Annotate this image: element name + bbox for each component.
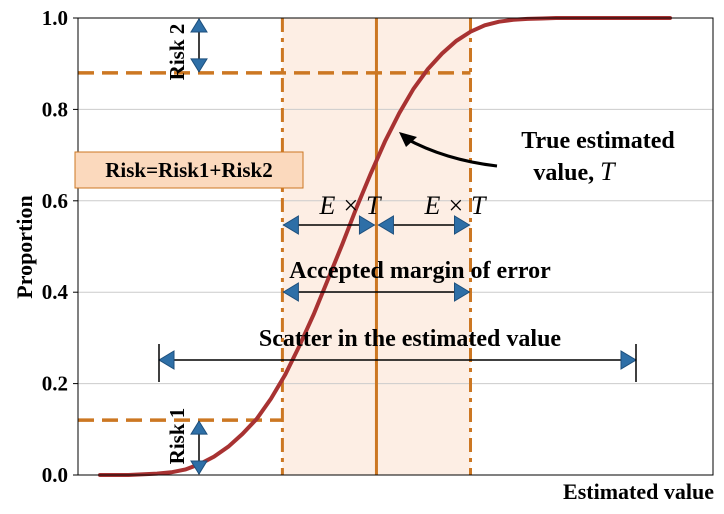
true-value-pointer-head: [399, 132, 417, 147]
e-times-t-left-arrow-head-right: [358, 215, 376, 235]
scatter-arrow-head-left: [158, 350, 175, 370]
grid: [78, 108, 713, 385]
true-value-label-text: value,: [533, 160, 600, 186]
true-value-pointer: [404, 136, 498, 168]
e-times-t-left-arrow-head-left: [282, 215, 299, 235]
scatter-label: Scatter in the estimated value: [259, 326, 562, 352]
plot-frame: [77, 17, 714, 476]
risk1-arrow-head-top: [190, 420, 208, 435]
y-tick-label: 0.0: [42, 463, 68, 487]
risk-box: [74, 151, 304, 189]
accepted-margin-arrow-head-left: [282, 282, 299, 302]
y-tick-label: 0.8: [42, 97, 68, 121]
true-value-label-line2: value, T: [533, 157, 616, 186]
accepted-margin-label: Accepted margin of error: [289, 258, 551, 284]
risk-box-text: Risk=Risk1+Risk2: [105, 158, 273, 182]
e-times-t-right-arrow-head-right: [454, 215, 471, 235]
y-tick-label: 1.0: [42, 6, 68, 30]
x-axis-label: Estimated value: [563, 479, 714, 504]
risk1-arrow-head-bottom: [190, 460, 208, 475]
risk1-label: Risk 1: [165, 408, 189, 465]
reference-lines: [78, 18, 472, 475]
risk2-arrow-head-bottom: [190, 58, 208, 73]
scatter-arrow-head-right: [620, 350, 637, 370]
y-tick-label: 0.4: [42, 280, 69, 304]
e-times-t-left: E × T: [319, 191, 382, 220]
e-times-t-right-arrow-head-left: [377, 215, 394, 235]
y-axis-label: Proportion: [12, 195, 37, 298]
arrows: [158, 18, 637, 475]
y-tick-label: 0.2: [42, 372, 68, 396]
y-ticks: 0.0 0.2 0.4 0.6 0.8 1.0: [42, 6, 78, 487]
risk2-arrow-head-top: [190, 18, 208, 33]
true-value-symbol: T: [600, 157, 616, 186]
e-times-t-right: E × T: [424, 191, 487, 220]
risk2-label: Risk 2: [165, 24, 189, 81]
true-value-label-line1: True estimated: [521, 128, 675, 154]
y-tick-label: 0.6: [42, 189, 68, 213]
accepted-margin-arrow-head-right: [454, 282, 471, 302]
